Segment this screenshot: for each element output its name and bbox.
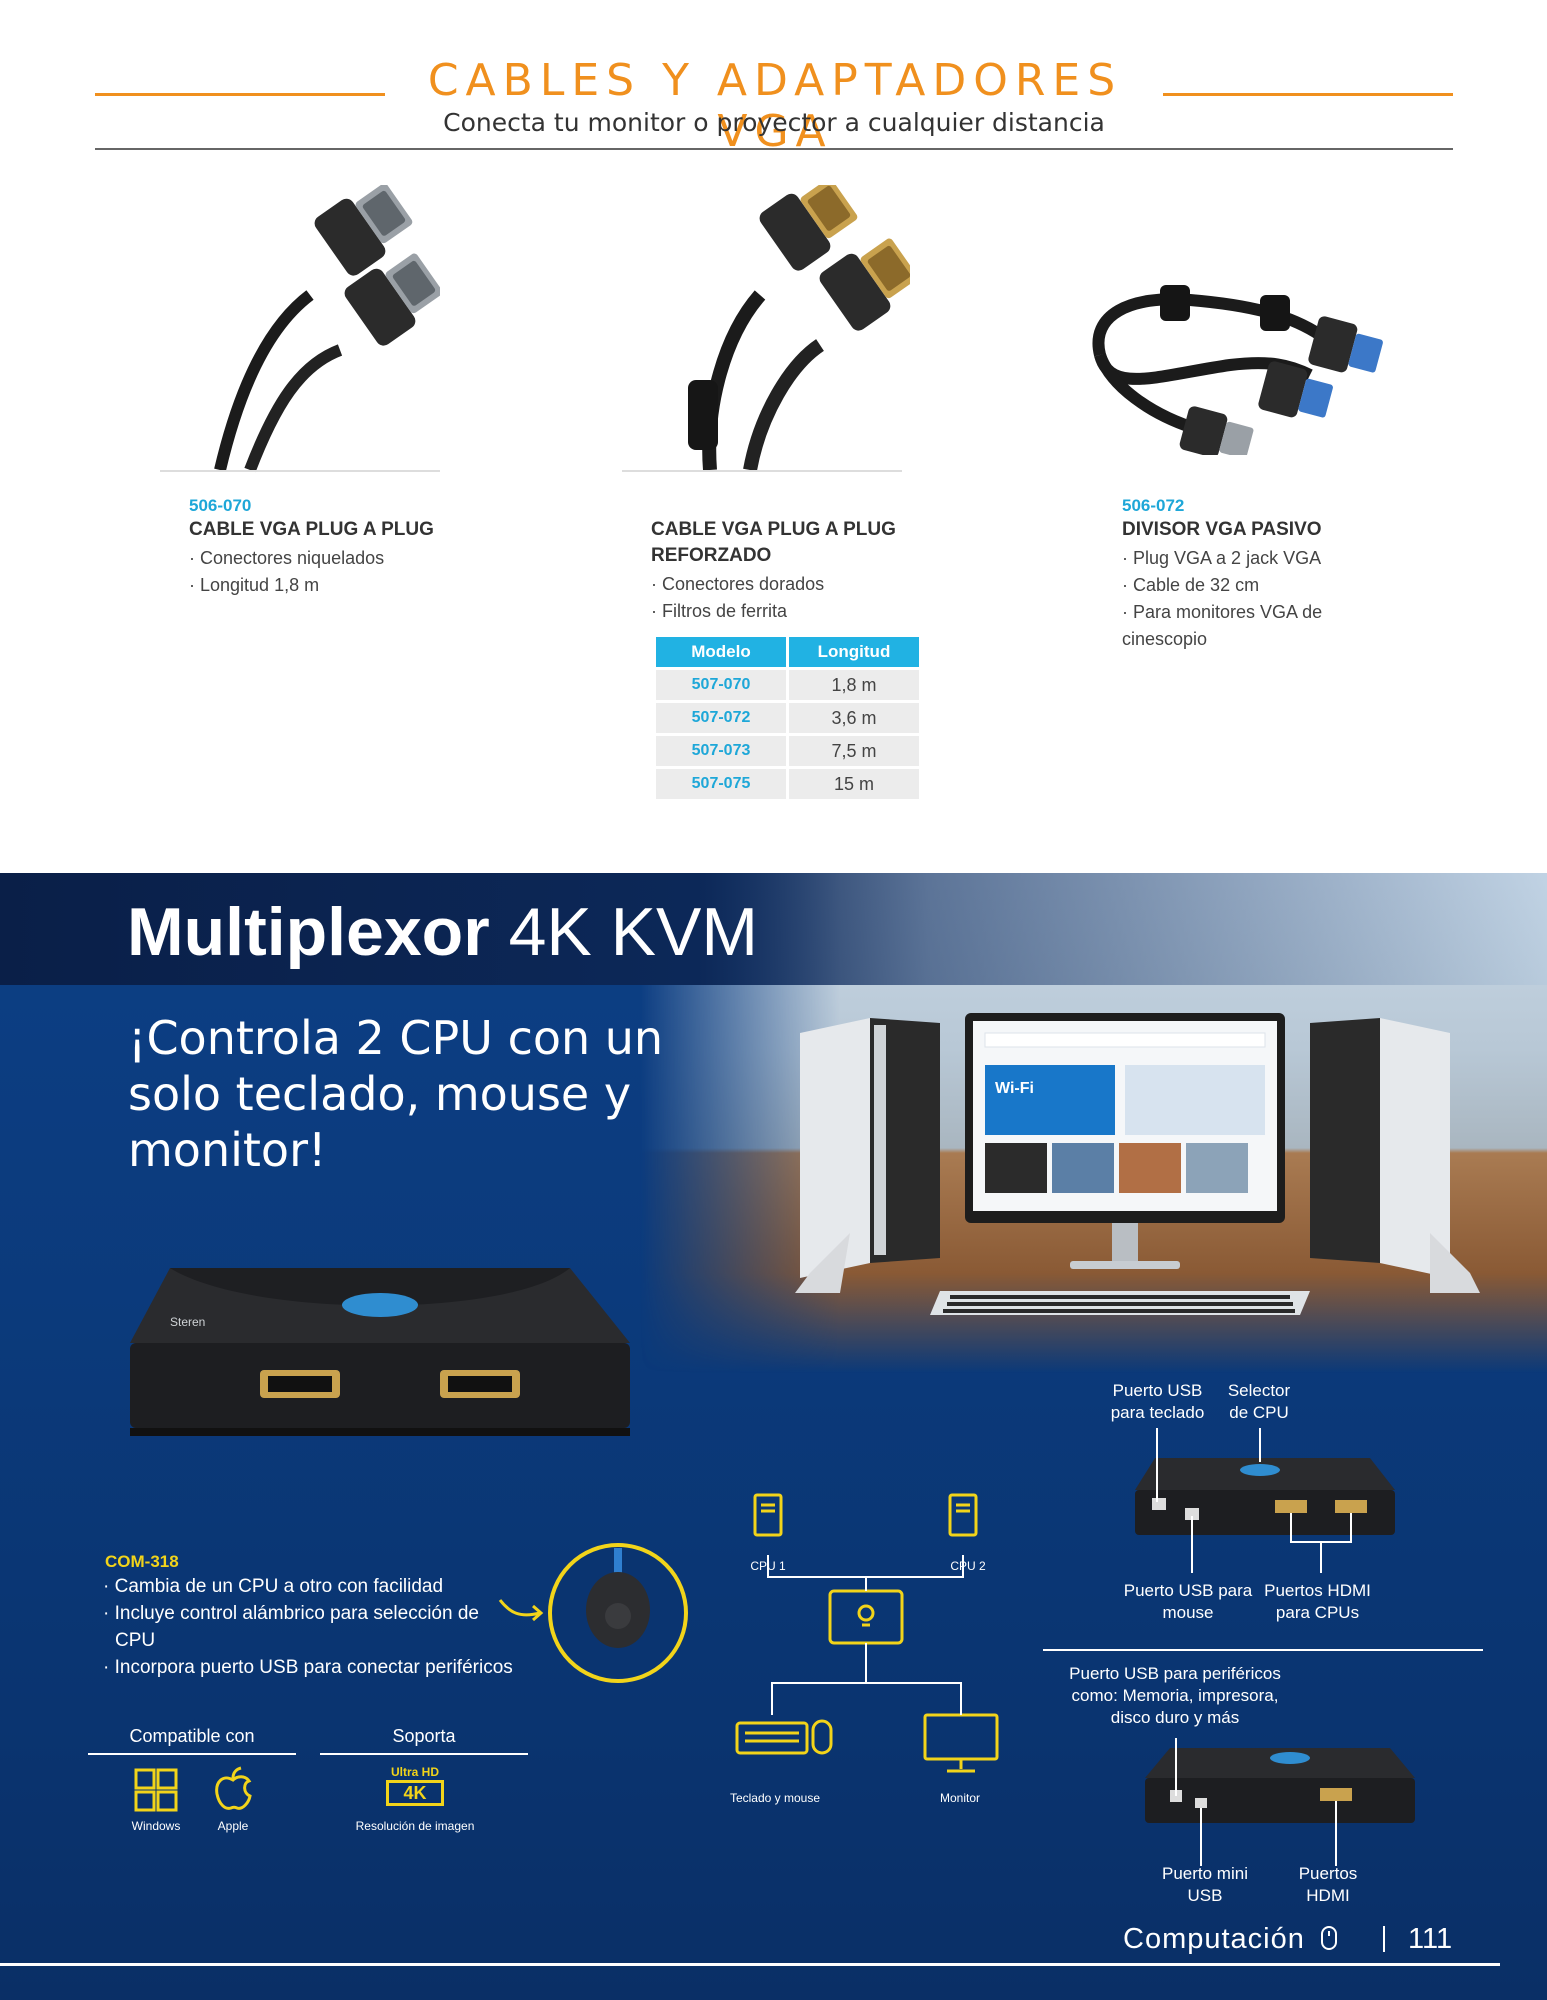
feature-item: Incorpora puerto USB para conectar perif… bbox=[103, 1654, 523, 1681]
length-cell: 1,8 m bbox=[789, 670, 919, 700]
banner-title-thin: 4K KVM bbox=[508, 894, 759, 970]
resolution-caption: Resolución de imagen bbox=[355, 1819, 475, 1833]
model-cell: 507-073 bbox=[656, 736, 786, 766]
compatible-rule bbox=[88, 1753, 296, 1755]
cpu1-caption: CPU 1 bbox=[750, 1559, 786, 1573]
kvm-rear-device-image bbox=[1145, 1738, 1415, 1866]
screen-wifi-text: Wi-Fi bbox=[995, 1080, 1034, 1097]
product-name: CABLE VGA PLUG A PLUG bbox=[189, 519, 434, 540]
table-row: 507-075 15 m bbox=[656, 769, 919, 799]
footer-section-label: Computación bbox=[1123, 1923, 1305, 1955]
vga-splitter-image bbox=[1092, 285, 1383, 455]
reinforced-vga-cable-image bbox=[688, 185, 910, 472]
computer-setup-image: Wi-Fi bbox=[795, 1013, 1480, 1315]
ports-divider bbox=[1043, 1649, 1483, 1651]
product-feature: Conectores niquelados bbox=[189, 545, 384, 572]
table-header: Modelo bbox=[656, 637, 786, 667]
supports-label: Soporta bbox=[392, 1726, 456, 1746]
vga-cable-image bbox=[214, 185, 440, 473]
mini-usb-port-label: Puerto mini USB bbox=[1162, 1864, 1248, 1905]
product-code: 506-072 bbox=[1122, 496, 1185, 515]
length-cell: 7,5 m bbox=[789, 736, 919, 766]
banner-title-bold: Multiplexor bbox=[127, 894, 490, 970]
product-feature: Filtros de ferrita bbox=[651, 598, 824, 625]
product-code: COM-318 bbox=[105, 1552, 179, 1571]
header-rule-left bbox=[95, 93, 385, 96]
table-row: 507-073 7,5 m bbox=[656, 736, 919, 766]
cpu2-caption: CPU 2 bbox=[950, 1559, 986, 1573]
header-rule-right bbox=[1163, 93, 1453, 96]
apple-caption: Apple bbox=[217, 1819, 249, 1833]
table-header: Longitud bbox=[789, 637, 919, 667]
page-number: 111 bbox=[1408, 1923, 1453, 1955]
model-cell: 507-072 bbox=[656, 703, 786, 733]
section-subtitle: Conecta tu monitor o proyector a cualqui… bbox=[443, 108, 1105, 137]
feature-item: Cambia de un CPU a otro con facilidad bbox=[103, 1573, 523, 1600]
cpu-selector-label: Selector de CPU bbox=[1227, 1381, 1291, 1422]
feature-item: Incluye control alámbrico para selección… bbox=[103, 1600, 523, 1654]
subtitle-rule bbox=[95, 148, 1453, 150]
table-row: 507-070 1,8 m bbox=[656, 670, 919, 700]
usb-keyboard-port-label: Puerto USB para teclado bbox=[1110, 1381, 1205, 1422]
supports-rule bbox=[320, 1753, 528, 1755]
product-name-line2: REFORZADO bbox=[651, 545, 772, 566]
keyboard-mouse-caption: Teclado y mouse bbox=[729, 1791, 821, 1805]
monitor-caption: Monitor bbox=[939, 1791, 980, 1805]
product-code: 506-070 bbox=[189, 496, 252, 515]
feature-list: Cambia de un CPU a otro con facilidad In… bbox=[103, 1573, 523, 1681]
usb-peripherals-label: Puerto USB para periféricos como: Memori… bbox=[1069, 1664, 1281, 1727]
model-cell: 507-075 bbox=[656, 769, 786, 799]
compatible-label: Compatible con bbox=[129, 1726, 255, 1746]
device-brand: Steren bbox=[170, 1315, 205, 1329]
product-features: Conectores dorados Filtros de ferrita bbox=[651, 571, 824, 625]
product-divider bbox=[160, 470, 440, 472]
kvm-device-image: Steren bbox=[130, 1268, 630, 1436]
table-row: 507-072 3,6 m bbox=[656, 703, 919, 733]
product-features: Plug VGA a 2 jack VGA Cable de 32 cm Par… bbox=[1122, 545, 1362, 653]
connection-diagram bbox=[735, 1493, 999, 1773]
wired-selector-image bbox=[498, 1543, 688, 1683]
section-title: CABLES Y ADAPTADORES VGA bbox=[427, 55, 1123, 157]
kvm-ports-device-image bbox=[1135, 1428, 1395, 1573]
windows-icon bbox=[134, 1768, 178, 1812]
product-divider bbox=[622, 470, 902, 472]
product-feature: Plug VGA a 2 jack VGA bbox=[1122, 545, 1362, 572]
product-feature: Conectores dorados bbox=[651, 571, 824, 598]
footer-section: Computación bbox=[1123, 1923, 1338, 1956]
product-features: Conectores niquelados Longitud 1,8 m bbox=[189, 545, 384, 599]
length-cell: 15 m bbox=[789, 769, 919, 799]
banner-title-bar bbox=[0, 873, 1547, 985]
hdmi-ports-label: Puertos HDMI bbox=[1298, 1864, 1358, 1905]
banner-tagline: ¡Controla 2 CPU con un solo teclado, mou… bbox=[128, 1011, 664, 1177]
mouse-icon bbox=[1320, 1926, 1337, 1950]
length-cell: 3,6 m bbox=[789, 703, 919, 733]
product-feature: Para monitores VGA de cinescopio bbox=[1122, 599, 1362, 653]
footer-rule bbox=[0, 1963, 1500, 1966]
footer-separator bbox=[1383, 1926, 1385, 1952]
model-length-table: Modelo Longitud 507-070 1,8 m 507-072 3,… bbox=[653, 634, 922, 802]
product-feature: Longitud 1,8 m bbox=[189, 572, 384, 599]
4k-badge: 4K bbox=[386, 1780, 444, 1806]
model-cell: 507-070 bbox=[656, 670, 786, 700]
hdmi-cpu-ports-label: Puertos HDMI para CPUs bbox=[1264, 1581, 1371, 1622]
windows-caption: Windows bbox=[131, 1819, 181, 1833]
kvm-banner: Multiplexor 4K KVM ¡Controla 2 CPU con u… bbox=[0, 873, 1547, 2000]
product-name: DIVISOR VGA PASIVO bbox=[1122, 519, 1322, 540]
banner-title: Multiplexor 4K KVM bbox=[127, 893, 758, 971]
product-feature: Cable de 32 cm bbox=[1122, 572, 1362, 599]
apple-icon bbox=[215, 1766, 252, 1810]
product-name-line1: CABLE VGA PLUG A PLUG bbox=[651, 519, 896, 540]
ultrahd-label: Ultra HD bbox=[390, 1765, 439, 1779]
usb-mouse-port-label: Puerto USB para mouse bbox=[1123, 1581, 1253, 1622]
